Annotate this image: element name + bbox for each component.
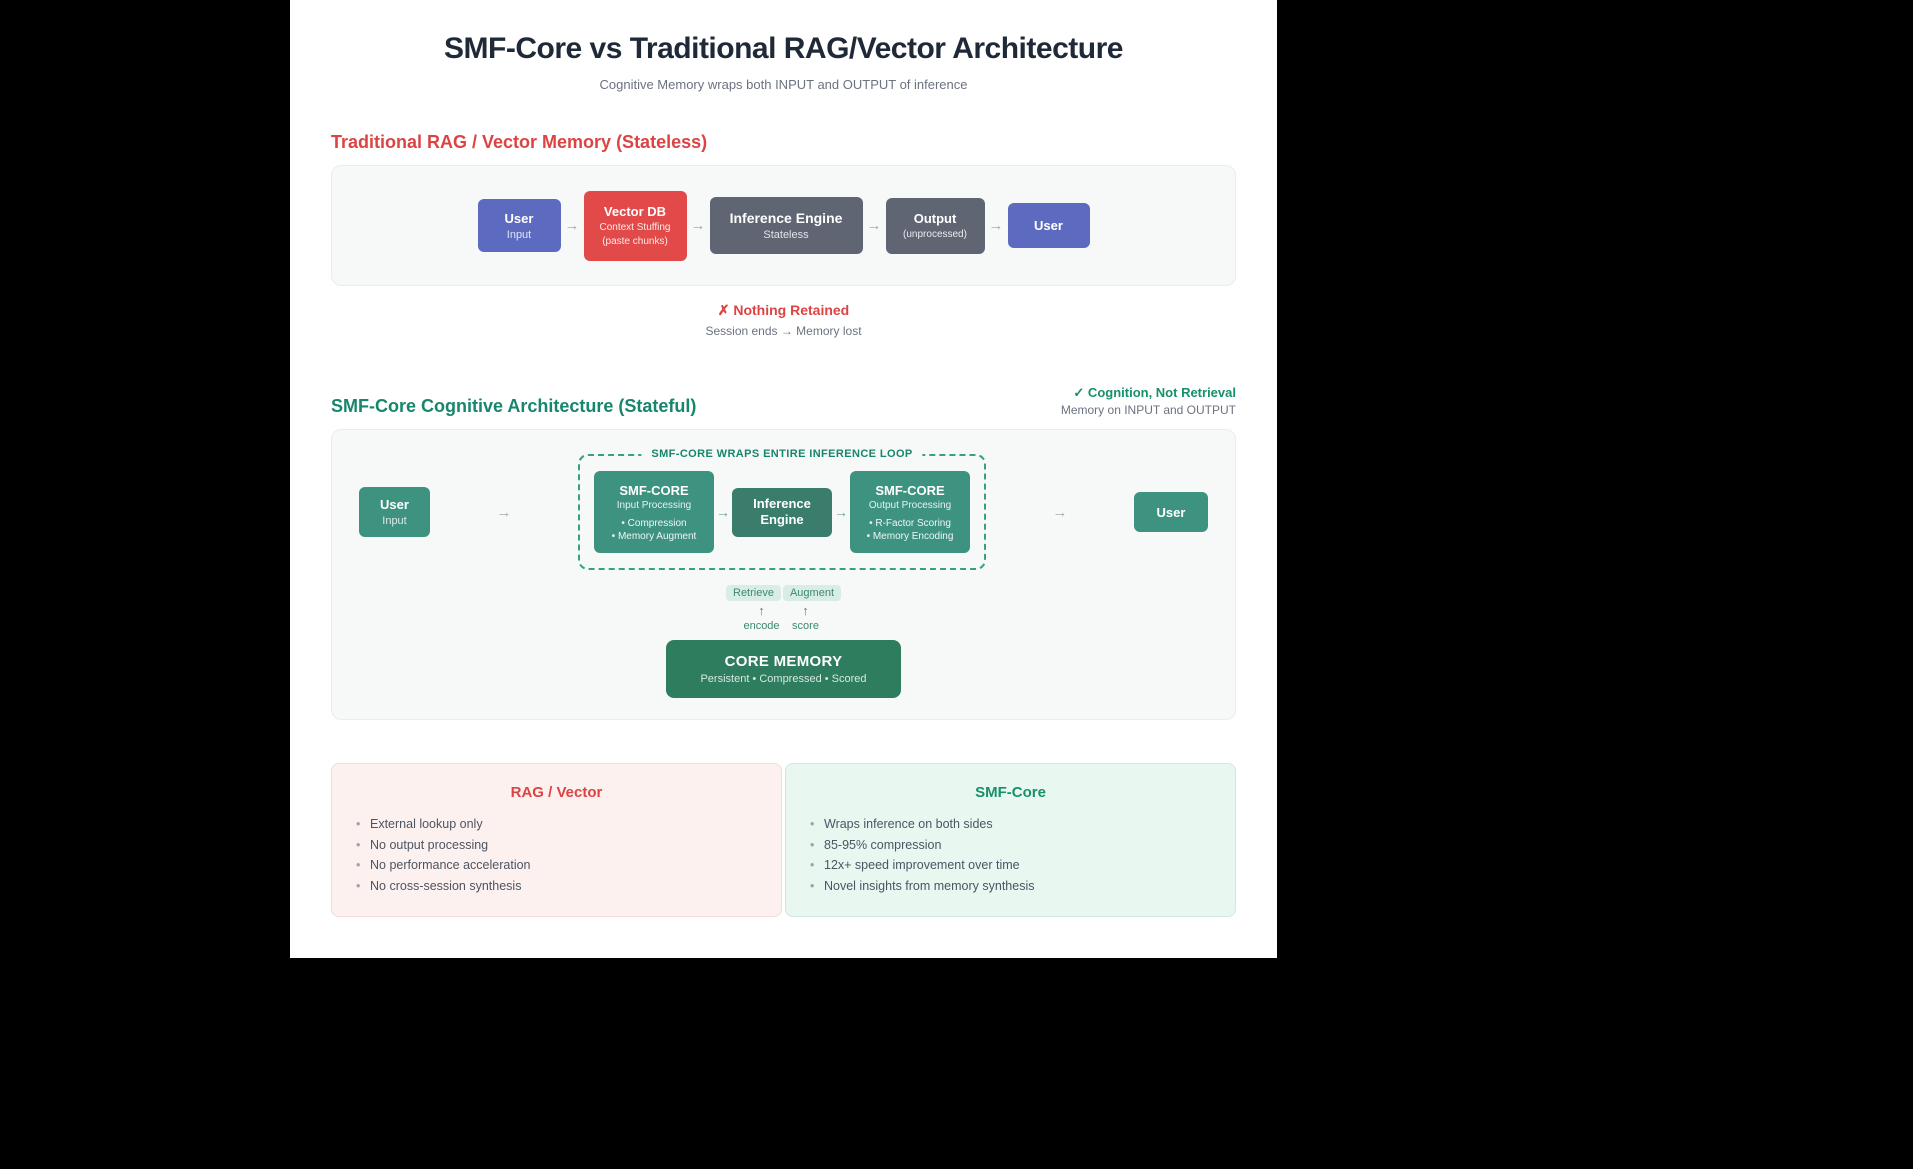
traditional-flow-panel: User Input → Vector DB Context Stuffing …	[331, 165, 1236, 286]
box-title: Output	[913, 211, 957, 226]
core-memory-box: CORE MEMORY Persistent • Compressed • Sc…	[666, 640, 901, 699]
loop-boundary-label: SMF-CORE WRAPS ENTIRE INFERENCE LOOP	[641, 448, 923, 460]
smf-section-heading: SMF-Core Cognitive Architecture (Statefu…	[331, 396, 697, 416]
arrow-right-icon: →	[564, 217, 580, 234]
smf-core-input-box: SMF-CORE Input Processing • Compression …	[594, 471, 714, 553]
inference-engine-box: Inference Engine Stateless	[709, 197, 863, 254]
box-subtitle: Input	[382, 515, 407, 527]
retrieve-pill: Retrieve	[726, 585, 781, 601]
cognition-badge-subtitle: Memory on INPUT and OUTPUT	[1060, 403, 1236, 417]
smf-core-card: SMF-Core Wraps inference on both sides 8…	[785, 763, 1236, 917]
vector-db-box: Vector DB Context Stuffing (paste chunks…	[583, 190, 687, 261]
output-box: Output (unprocessed)	[885, 197, 985, 254]
traditional-section-heading: Traditional RAG / Vector Memory (Statele…	[331, 132, 708, 152]
arrow-right-icon: →	[834, 504, 848, 520]
list-item: Wraps inference on both sides	[810, 814, 1211, 835]
smf-core-section: SMF-Core Cognitive Architecture (Statefu…	[331, 385, 1236, 720]
arrow-up-icon: ↑	[802, 603, 809, 618]
nothing-retained-verdict: ✗ Nothing Retained	[717, 302, 850, 318]
list-item: No performance acceleration	[356, 855, 757, 876]
arrow-right-icon: →	[1052, 503, 1068, 521]
arrow-up-icon: ↑	[758, 603, 765, 618]
box-bullet: • R-Factor Scoring	[869, 517, 951, 529]
memory-pill-row: Retrieve Augment	[726, 585, 841, 601]
smf-flow-panel: User Input → SMF-CORE WRAPS ENTIRE INFER…	[331, 429, 1236, 720]
box-subtitle: Persistent • Compressed • Scored	[700, 673, 867, 686]
box-title: User	[504, 210, 534, 226]
box-subtitle: Input	[506, 228, 532, 241]
box-title: User	[1156, 504, 1186, 520]
page-title: SMF-Core vs Traditional RAG/Vector Archi…	[444, 32, 1123, 65]
score-label: score	[792, 620, 819, 633]
user-output-box: User	[1134, 492, 1208, 532]
card-title: SMF-Core	[975, 784, 1046, 801]
card-title: RAG / Vector	[510, 784, 603, 801]
encode-label: encode	[743, 620, 780, 633]
smf-flow-row: User Input → SMF-CORE WRAPS ENTIRE INFER…	[359, 448, 1208, 570]
page-subtitle: Cognitive Memory wraps both INPUT and OU…	[599, 77, 968, 92]
rag-feature-list: External lookup only No output processin…	[356, 814, 757, 896]
box-title: SMF-CORE	[875, 482, 945, 498]
arrow-right-icon: →	[496, 503, 512, 521]
core-memory-group: Retrieve Augment ↑ ↑ encode score CORE M…	[666, 585, 901, 699]
comparison-cards: RAG / Vector External lookup only No out…	[331, 763, 1236, 917]
box-subtitle: Stateless	[763, 229, 809, 241]
list-item: External lookup only	[356, 814, 757, 835]
rag-vector-card: RAG / Vector External lookup only No out…	[331, 763, 782, 917]
arrow-right-icon: →	[866, 217, 882, 234]
list-item: Novel insights from memory synthesis	[810, 876, 1211, 897]
box-title: Inference Engine	[753, 495, 811, 527]
arrow-right-icon: →	[690, 217, 706, 234]
box-title: SMF-CORE	[619, 482, 689, 498]
user-input-box: User Input	[359, 487, 430, 537]
box-title: User	[380, 497, 409, 512]
box-subtitle: (unprocessed)	[903, 229, 967, 240]
list-item: No cross-session synthesis	[356, 876, 757, 897]
box-title: Inference Engine	[729, 210, 843, 226]
verdict-subtext: Session ends → Memory lost	[705, 324, 862, 338]
memory-arrows-row: ↑ ↑	[740, 603, 828, 618]
box-bullet: • Memory Encoding	[866, 530, 954, 542]
box-subtitle: Context Stuffing	[599, 222, 671, 233]
cognition-badge-title: ✓ Cognition, Not Retrieval	[1073, 385, 1236, 400]
box-subtitle: Input Processing	[616, 499, 692, 511]
box-subtitle: (paste chunks)	[602, 236, 668, 247]
traditional-flow-row: User Input → Vector DB Context Stuffing …	[477, 190, 1090, 261]
box-subtitle: Output Processing	[868, 499, 952, 511]
box-bullet: • Compression	[621, 517, 687, 529]
arrow-right-icon: →	[716, 504, 730, 520]
smf-feature-list: Wraps inference on both sides 85-95% com…	[810, 814, 1211, 896]
cognition-badge: ✓ Cognition, Not Retrieval Memory on INP…	[1061, 385, 1236, 417]
smf-core-output-box: SMF-CORE Output Processing • R-Factor Sc…	[850, 471, 970, 553]
box-title: User	[1034, 218, 1063, 233]
inference-engine-box: Inference Engine	[732, 487, 832, 537]
traditional-rag-section: Traditional RAG / Vector Memory (Statele…	[331, 132, 1236, 338]
list-item: No output processing	[356, 835, 757, 856]
inference-loop-boundary: SMF-CORE WRAPS ENTIRE INFERENCE LOOP SMF…	[578, 448, 986, 570]
smf-section-header: SMF-Core Cognitive Architecture (Statefu…	[331, 385, 1236, 417]
arrow-right-icon: →	[988, 217, 1004, 234]
diagram-page: SMF-Core vs Traditional RAG/Vector Archi…	[290, 0, 1277, 958]
user-output-box: User	[1007, 203, 1090, 248]
box-title: CORE MEMORY	[724, 653, 843, 671]
list-item: 12x+ speed improvement over time	[810, 855, 1211, 876]
box-title: Vector DB	[603, 204, 667, 219]
list-item: 85-95% compression	[810, 835, 1211, 856]
box-bullet: • Memory Augment	[611, 530, 697, 542]
augment-pill: Augment	[782, 585, 841, 601]
memory-flow-labels: encode score	[740, 618, 828, 632]
user-input-box: User Input	[477, 199, 561, 252]
